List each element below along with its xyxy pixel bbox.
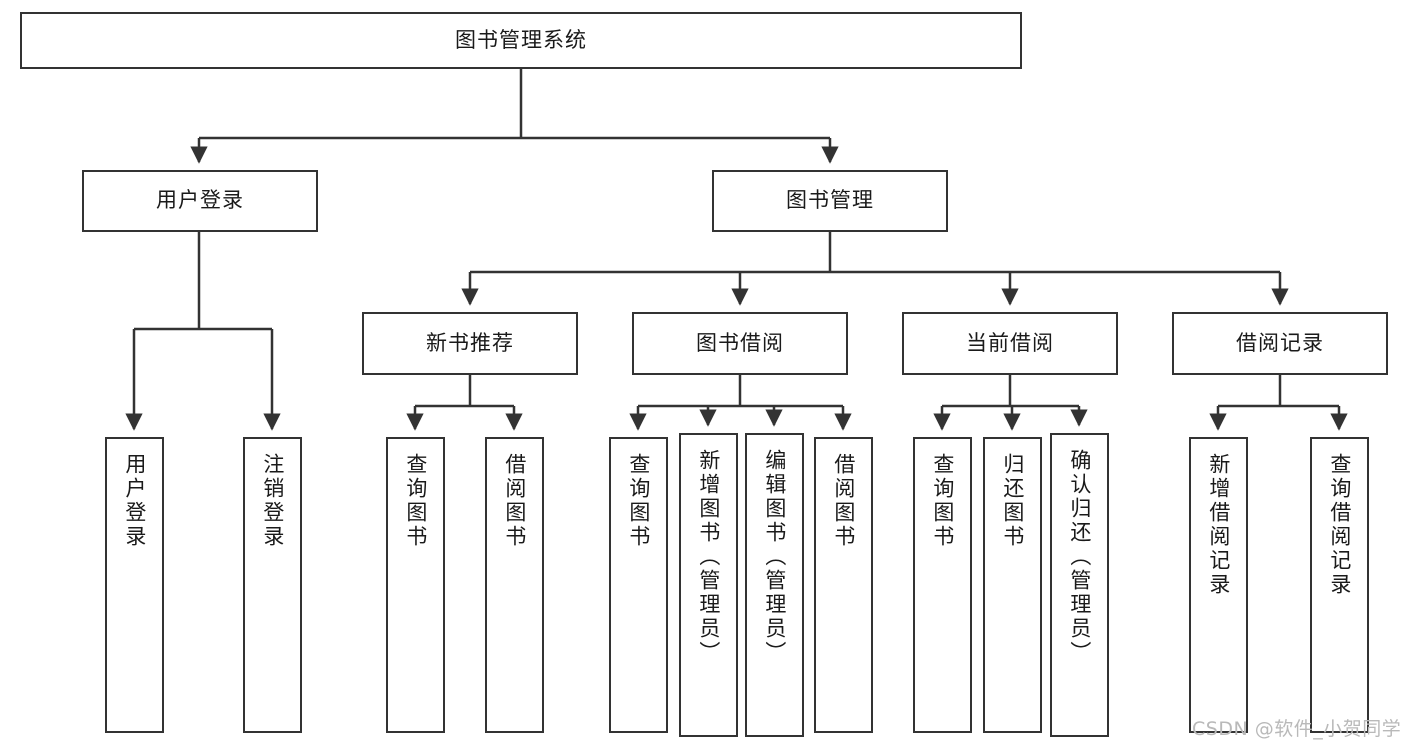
leaf-logout-label: 注销登录 bbox=[260, 453, 285, 549]
leaf-bb-add-book-admin-label: 新增图书（管理员） bbox=[696, 449, 721, 665]
leaf-bb-query-book[interactable]: 查询图书 bbox=[609, 437, 668, 733]
leaf-nbr-query-book-label: 查询图书 bbox=[403, 453, 428, 549]
node-new-book-recommend[interactable]: 新书推荐 bbox=[362, 312, 578, 375]
leaf-cb-return-book[interactable]: 归还图书 bbox=[983, 437, 1042, 733]
csdn-watermark-text: CSDN @软件_小贺同学 bbox=[1192, 718, 1402, 740]
node-root-label: 图书管理系统 bbox=[455, 27, 587, 52]
leaf-cb-query-book[interactable]: 查询图书 bbox=[913, 437, 972, 733]
node-borrow-record-label: 借阅记录 bbox=[1236, 330, 1324, 355]
leaf-bb-query-book-label: 查询图书 bbox=[626, 453, 651, 549]
csdn-watermark: CSDN @软件_小贺同学 bbox=[1192, 714, 1401, 741]
node-user-login-label: 用户登录 bbox=[156, 188, 244, 213]
leaf-bb-add-book-admin[interactable]: 新增图书（管理员） bbox=[679, 433, 738, 737]
node-current-borrow-label: 当前借阅 bbox=[966, 330, 1054, 355]
leaf-bb-borrow-book-label: 借阅图书 bbox=[831, 453, 856, 549]
leaf-user-login-label: 用户登录 bbox=[122, 453, 147, 549]
leaf-cb-confirm-return-admin[interactable]: 确认归还（管理员） bbox=[1050, 433, 1109, 737]
leaf-br-add-record[interactable]: 新增借阅记录 bbox=[1189, 437, 1248, 733]
leaf-bb-edit-book-admin[interactable]: 编辑图书（管理员） bbox=[745, 433, 804, 737]
node-new-book-recommend-label: 新书推荐 bbox=[426, 330, 514, 355]
leaf-user-login[interactable]: 用户登录 bbox=[105, 437, 164, 733]
node-user-login[interactable]: 用户登录 bbox=[82, 170, 318, 232]
node-borrow-record[interactable]: 借阅记录 bbox=[1172, 312, 1388, 375]
leaf-cb-confirm-return-admin-label: 确认归还（管理员） bbox=[1067, 449, 1092, 665]
node-root[interactable]: 图书管理系统 bbox=[20, 12, 1022, 69]
leaf-bb-borrow-book[interactable]: 借阅图书 bbox=[814, 437, 873, 733]
leaf-br-query-record[interactable]: 查询借阅记录 bbox=[1310, 437, 1369, 733]
leaf-cb-query-book-label: 查询图书 bbox=[930, 453, 955, 549]
node-book-borrow[interactable]: 图书借阅 bbox=[632, 312, 848, 375]
node-current-borrow[interactable]: 当前借阅 bbox=[902, 312, 1118, 375]
leaf-br-add-record-label: 新增借阅记录 bbox=[1206, 453, 1231, 597]
leaf-nbr-query-book[interactable]: 查询图书 bbox=[386, 437, 445, 733]
node-book-borrow-label: 图书借阅 bbox=[696, 330, 784, 355]
leaf-nbr-borrow-book[interactable]: 借阅图书 bbox=[485, 437, 544, 733]
leaf-cb-return-book-label: 归还图书 bbox=[1000, 453, 1025, 549]
leaf-logout[interactable]: 注销登录 bbox=[243, 437, 302, 733]
leaf-br-query-record-label: 查询借阅记录 bbox=[1327, 453, 1352, 597]
leaf-nbr-borrow-book-label: 借阅图书 bbox=[502, 453, 527, 549]
node-book-management[interactable]: 图书管理 bbox=[712, 170, 948, 232]
node-book-management-label: 图书管理 bbox=[786, 188, 874, 213]
leaf-bb-edit-book-admin-label: 编辑图书（管理员） bbox=[762, 449, 787, 665]
